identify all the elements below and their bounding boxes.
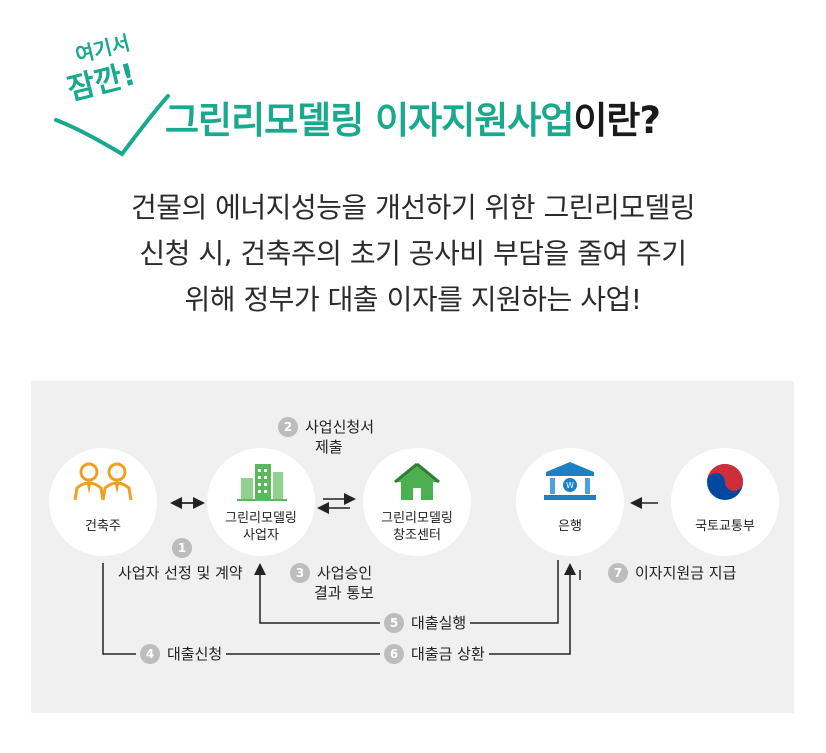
bank-icon: W [544, 462, 596, 500]
page-title: 그린리모델링 이자지원사업이란? [165, 90, 661, 144]
step-badge: 2 [278, 417, 298, 437]
step-badge: 1 [172, 538, 192, 558]
step-4: 4 대출신청 [136, 644, 227, 664]
node-label-line: 그린리모델링 [225, 511, 297, 526]
step-text: 결과 통보 [314, 584, 374, 602]
step-text: 대출금 상환 [411, 644, 485, 663]
step-text: 사업승인 [317, 563, 373, 582]
step-5: 5 대출실행 [380, 613, 471, 633]
node-building-owner: 건축주 [49, 448, 157, 556]
description: 건물의 에너지성능을 개선하기 위한 그린리모델링 신청 시, 건축주의 초기 … [0, 185, 826, 323]
step-badge: 3 [290, 563, 310, 583]
step-text: 사업자 선정 및 계약 [118, 564, 243, 582]
node-label-business: 그린리모델링 사업자 [207, 510, 315, 544]
node-ministry: 국토교통부 [671, 448, 779, 556]
step-1-badge-wrap: 1 [172, 537, 199, 558]
node-label-line: 그린리모델링 [381, 511, 453, 526]
step-3: 3 사업승인 [290, 563, 372, 583]
check-mark-icon [54, 94, 170, 157]
node-remodeling-business: 그린리모델링 사업자 [207, 448, 315, 556]
step-3-line-2: 결과 통보 [314, 584, 374, 603]
title-dark: 이란? [573, 99, 661, 142]
step-1: 사업자 선정 및 계약 [118, 564, 243, 583]
title-green: 그린리모델링 이자지원사업 [165, 99, 574, 142]
step-text: 제출 [315, 438, 343, 456]
taegeuk-icon [707, 464, 743, 500]
description-line: 신청 시, 건축주의 초기 공사비 부담을 줄여 주기 [139, 237, 687, 270]
step-badge: 5 [384, 613, 404, 633]
step-badge: 6 [384, 644, 404, 664]
node-label-line: 사업자 [243, 528, 279, 543]
step-text: 이자지원금 지급 [635, 563, 737, 582]
people-icon [73, 462, 133, 501]
step-2-line-2: 제출 [315, 438, 343, 457]
node-label-center: 그린리모델링 창조센터 [363, 510, 471, 544]
step-7: 7 이자지원금 지급 [608, 563, 736, 583]
step-2: 2 사업신청서 [278, 417, 374, 437]
step-badge: 7 [608, 563, 628, 583]
buildings-icon [237, 464, 287, 501]
step-badge: 4 [140, 644, 160, 664]
description-line: 건물의 에너지성능을 개선하기 위한 그린리모델링 [130, 191, 696, 224]
line-loan-request [102, 563, 576, 655]
node-bank: W 은행 [516, 448, 624, 556]
step-text: 대출실행 [411, 613, 467, 632]
description-line: 위해 정부가 대출 이자를 지원하는 사업! [184, 283, 642, 316]
step-6: 6 대출금 상환 [380, 644, 489, 664]
node-label-line: 창조센터 [393, 528, 441, 543]
svg-text:W: W [566, 481, 574, 490]
node-label-bank: 은행 [558, 519, 582, 534]
node-label-owner: 건축주 [85, 519, 121, 534]
node-creation-center: 그린리모델링 창조센터 [363, 448, 471, 556]
node-label-ministry: 국토교통부 [695, 519, 755, 534]
step-text: 대출신청 [167, 644, 223, 663]
step-text: 사업신청서 [305, 417, 375, 436]
house-icon [394, 462, 440, 500]
